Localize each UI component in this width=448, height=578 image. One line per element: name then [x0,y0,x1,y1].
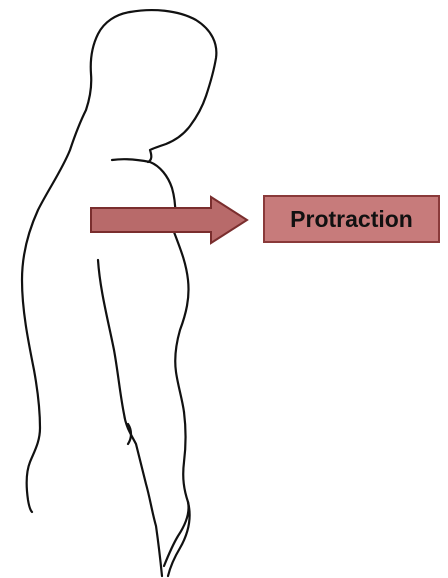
protraction-label: Protraction [290,206,413,233]
protraction-label-box: Protraction [263,195,440,243]
face-outline [130,10,216,162]
arm-inner-outline [98,260,162,576]
shoulder-outline [174,232,189,412]
protraction-arrow [91,197,247,243]
hand-outline [168,502,190,576]
head-and-back-outline [22,12,130,512]
front-torso-outline [164,412,189,566]
